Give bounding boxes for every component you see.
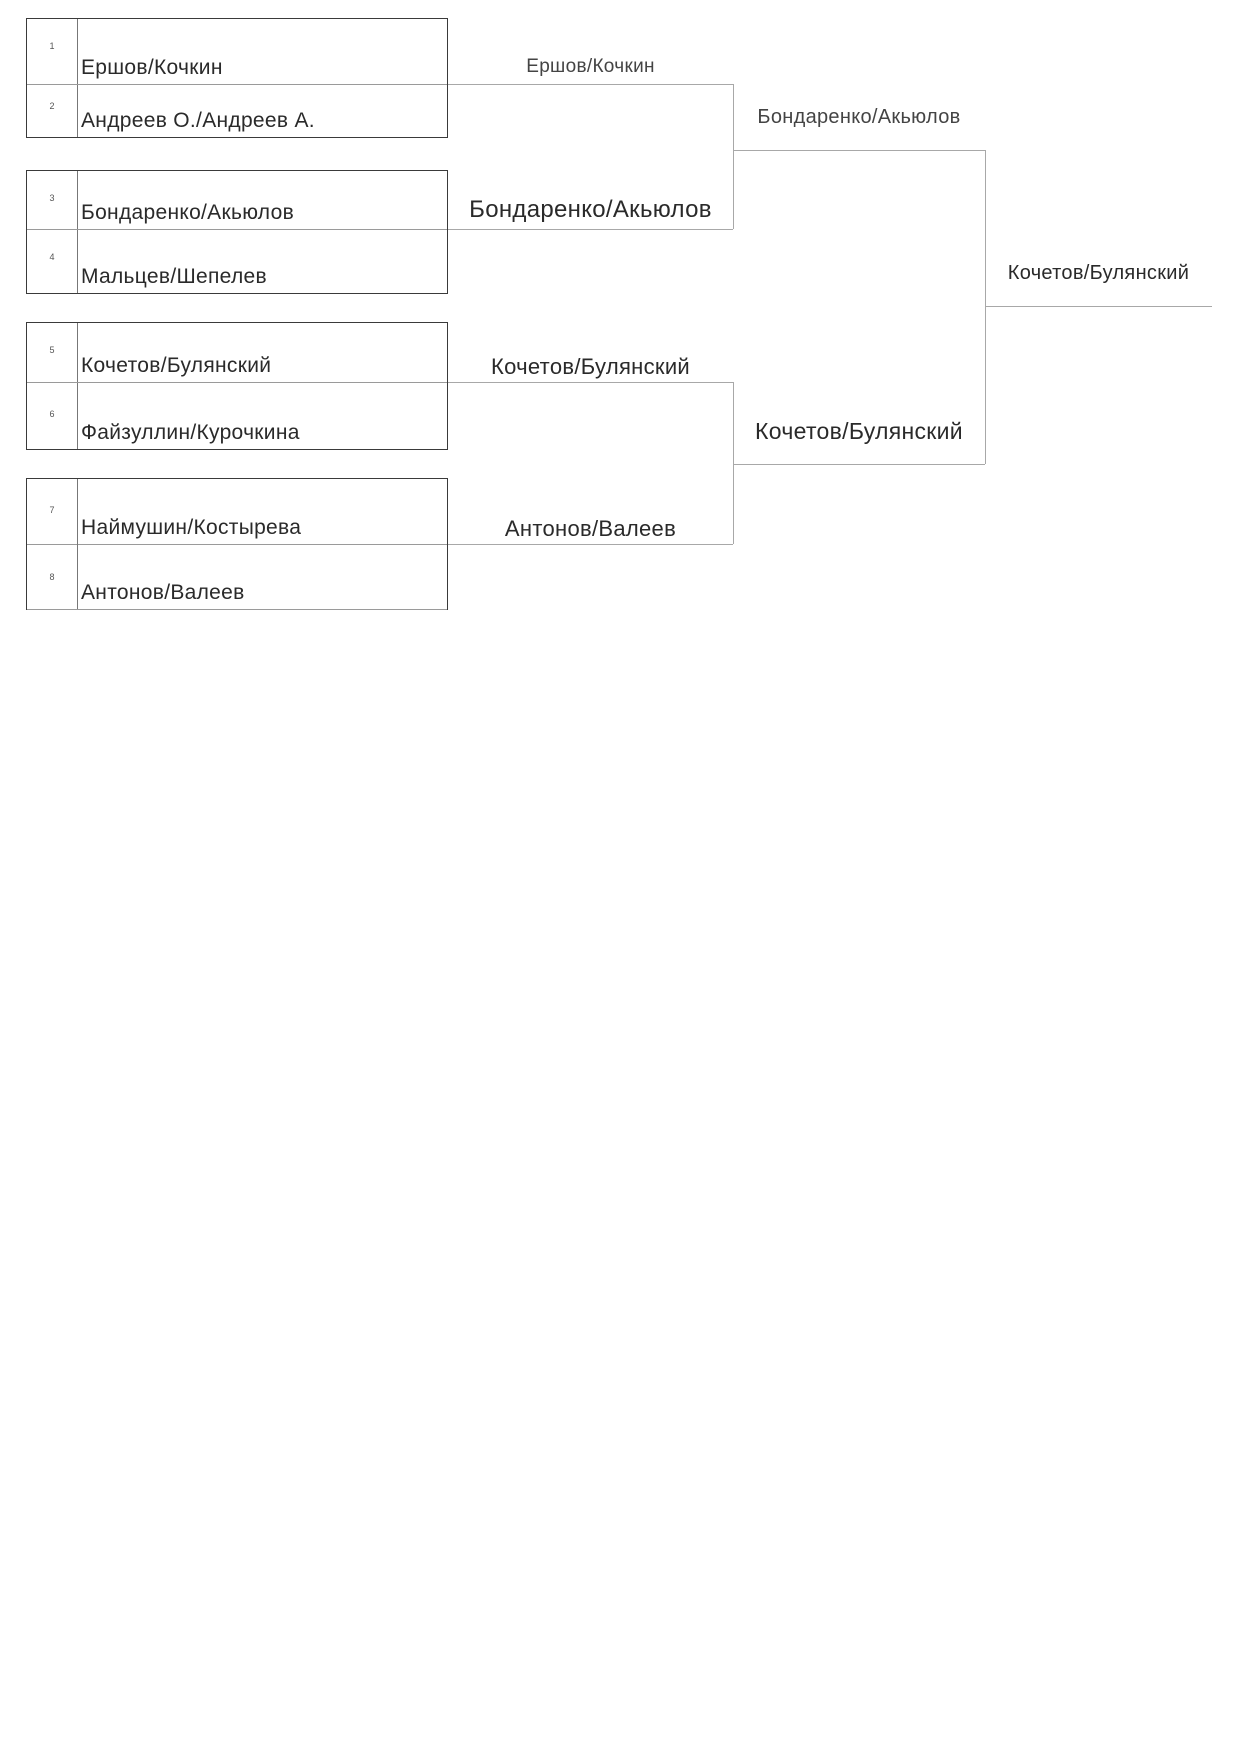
seed-cell: 6 xyxy=(27,383,78,449)
round2-winner-3: Кочетов/Булянский xyxy=(490,354,691,379)
round2-winner-4: Антонов/Валеев xyxy=(504,516,677,541)
player-name: Наймушин/Костырева xyxy=(81,516,302,539)
round2-winner-2: Бондаренко/Акьюлов xyxy=(469,196,712,223)
connector-line xyxy=(448,84,733,85)
player-slot-4: 4 Мальцев/Шепелев xyxy=(27,230,447,293)
player-slot-5: 5 Кочетов/Булянский xyxy=(27,323,447,383)
player-name: Бондаренко/Акьюлов xyxy=(81,201,295,224)
player-slot-2: 2 Андреев О./Андреев А. xyxy=(27,85,447,137)
player-slot-1: 1 Ершов/Кочкин xyxy=(27,19,447,85)
seed-cell: 7 xyxy=(27,479,78,544)
player-slot-8: 8 Антонов/Валеев xyxy=(27,544,447,610)
connector-line xyxy=(448,382,733,383)
connector-line xyxy=(448,544,733,545)
seed-number: 3 xyxy=(49,193,55,203)
semifinal-winner-2: Кочетов/Булянский xyxy=(755,418,963,444)
connector-line xyxy=(733,84,734,229)
connector-line xyxy=(448,229,733,230)
seed-number: 4 xyxy=(49,252,55,262)
match-box-2: 3 Бондаренко/Акьюлов 4 Мальцев/Шепелев xyxy=(26,170,448,294)
seed-number: 6 xyxy=(49,409,55,419)
connector-line xyxy=(733,464,985,465)
seed-cell: 2 xyxy=(27,85,78,137)
connector-line xyxy=(733,382,734,544)
match-box-1: 1 Ершов/Кочкин 2 Андреев О./Андреев А. xyxy=(26,18,448,138)
player-name: Кочетов/Булянский xyxy=(81,354,272,377)
connector-line xyxy=(985,306,1212,307)
seed-cell: 8 xyxy=(27,544,78,609)
connector-line xyxy=(733,150,985,151)
player-name: Ершов/Кочкин xyxy=(81,56,223,79)
player-name: Мальцев/Шепелев xyxy=(81,265,267,288)
seed-number: 2 xyxy=(49,101,55,111)
round2-winner-1: Ершов/Кочкин xyxy=(526,56,655,77)
match-box-4: 7 Наймушин/Костырева 8 Антонов/Валеев xyxy=(26,478,448,610)
tournament-winner: Кочетов/Булянский xyxy=(1007,262,1190,284)
seed-cell: 3 xyxy=(27,171,78,229)
player-slot-6: 6 Файзуллин/Курочкина xyxy=(27,383,447,449)
player-name: Андреев О./Андреев А. xyxy=(81,109,315,132)
player-slot-3: 3 Бондаренко/Акьюлов xyxy=(27,171,447,230)
player-name: Файзуллин/Курочкина xyxy=(81,421,300,444)
match-box-3: 5 Кочетов/Булянский 6 Файзуллин/Курочкин… xyxy=(26,322,448,450)
connector-line xyxy=(985,150,986,464)
seed-cell: 1 xyxy=(27,19,78,84)
player-name: Антонов/Валеев xyxy=(81,581,245,604)
seed-number: 8 xyxy=(49,572,55,582)
semifinal-winner-1: Бондаренко/Акьюлов xyxy=(757,106,961,128)
seed-number: 7 xyxy=(49,505,55,515)
seed-number: 5 xyxy=(49,345,55,355)
seed-cell: 5 xyxy=(27,323,78,382)
seed-number: 1 xyxy=(49,41,55,51)
player-slot-7: 7 Наймушин/Костырева xyxy=(27,479,447,545)
seed-cell: 4 xyxy=(27,230,78,293)
